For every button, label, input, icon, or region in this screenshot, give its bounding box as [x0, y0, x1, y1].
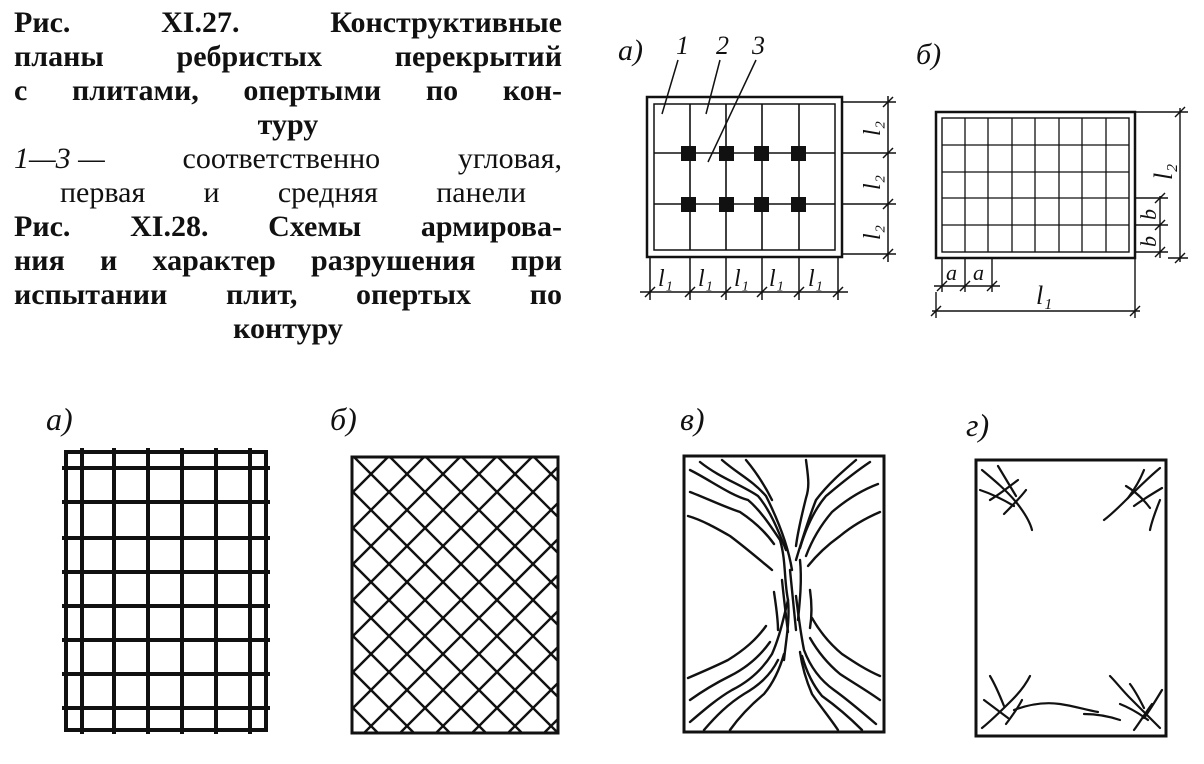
fig27-a-outer-frame — [645, 95, 844, 259]
fig28-v-label: в) — [680, 401, 705, 437]
fig28-title-line4: контуру — [233, 312, 343, 345]
fig27-title-line2: планы ребристых перекрытий — [14, 40, 562, 73]
fig28-b-label: б) — [330, 401, 357, 437]
fig27-b-dim-b — [1135, 192, 1168, 258]
dim-l2-3: l₂ — [860, 225, 886, 240]
fig27-title-line1: Рис. XI.27. Конструктивные — [14, 6, 562, 39]
fig27-b-dim-l1 — [930, 258, 1141, 318]
callout-2: 2 — [716, 31, 729, 60]
dim-l2-1: l₂ — [860, 121, 886, 136]
dim-l2-total: l₂ — [1149, 164, 1178, 180]
fig27-b-plan: б) a a — [916, 38, 1188, 318]
fig28-v-frame — [682, 454, 886, 734]
dim-a-2: a — [973, 260, 984, 285]
fig28-g-crack-pattern: г) — [966, 407, 1168, 738]
dim-l1-5: l₁ — [808, 266, 823, 292]
dim-l1-4: l₁ — [769, 266, 784, 292]
fig28-b-frame — [350, 455, 560, 735]
callout-3: 3 — [751, 31, 765, 60]
fig27-legend-line1: 1—3 — соответственно угловая, — [14, 142, 562, 175]
fig27-a-columns — [681, 146, 806, 212]
dim-l1-total: l₁ — [1036, 281, 1052, 310]
dim-l2-2: l₂ — [860, 175, 886, 190]
fig27-title-line3: с плитами, опертыми по кон- — [14, 74, 562, 107]
fig27-a-plan: а) 1 2 3 — [618, 31, 896, 300]
fig28-g-label: г) — [966, 407, 989, 443]
dim-b-1: b — [1136, 209, 1161, 220]
fig28-v-cracks — [686, 458, 882, 732]
callout-1: 1 — [676, 31, 689, 60]
fig27-a-label: а) — [618, 34, 643, 67]
dim-l1-2: l₁ — [698, 266, 713, 292]
fig27-a-grid — [654, 104, 835, 250]
dim-l1-3: l₁ — [734, 266, 749, 292]
fig27-legend-line2: первая и средняя панели — [60, 176, 526, 209]
fig28-a-frame — [64, 450, 268, 732]
fig27-b-dim-l2 — [1135, 106, 1188, 264]
dim-l1-1: l₁ — [658, 266, 673, 292]
fig28-b-diagonals — [352, 457, 558, 733]
dim-b-2: b — [1136, 236, 1161, 247]
fig27-b-outer-frame — [934, 110, 1137, 260]
fig27-title-line4: туру — [257, 108, 319, 141]
fig28-v-crack-pattern: в) — [680, 401, 886, 734]
callout-1-leader — [661, 59, 679, 115]
dim-a-1: a — [946, 260, 957, 285]
callout-2-leader — [705, 59, 721, 115]
fig27-b-dim-a — [934, 258, 1000, 292]
fig27-a-dim-bottom — [640, 258, 848, 300]
fig27-b-label: б) — [916, 38, 941, 71]
fig28-title-line3: испытании плит, опертых по — [14, 278, 562, 311]
fig28-a-label: а) — [46, 401, 73, 437]
caption-block: Рис. XI.27. Конструктивные планы ребрист… — [14, 6, 562, 346]
fig28-title-line2: ния и характер разрушения при — [14, 244, 562, 277]
fig28-g-frame — [974, 458, 1168, 738]
fig28-a-orthogonal-mesh: а) — [46, 401, 270, 734]
fig27-a-dim-right — [842, 96, 896, 262]
fig28-a-bars — [62, 448, 270, 734]
fig27-a-inner-frame — [653, 103, 836, 251]
fig27-b-grid — [942, 118, 1129, 252]
fig28-title-line1: Рис. XI.28. Схемы армирова- — [14, 210, 562, 243]
fig28-g-cracks — [978, 464, 1164, 732]
fig28-b-diagonal-mesh: б) — [330, 401, 560, 735]
callout-3-leader — [707, 59, 757, 163]
